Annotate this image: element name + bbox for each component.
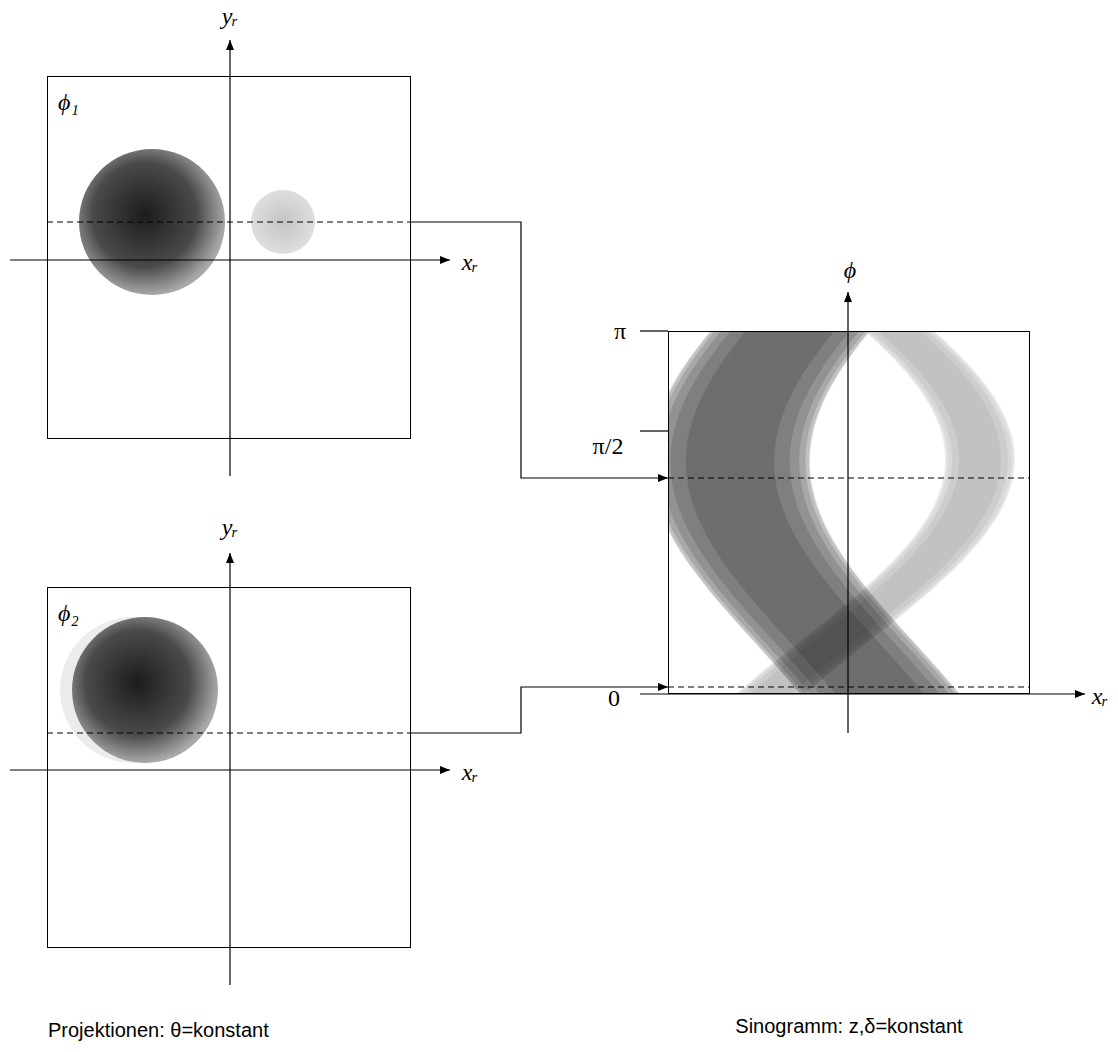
connector-arrow [411,687,668,733]
projection-panel: ϕ₁ [47,76,411,439]
axis [847,292,848,733]
axis [229,553,230,985]
sinogram-band [668,331,1015,694]
axis-label: xᵣ [462,249,479,275]
sinogram-band [686,331,924,694]
panel-caption: Sinogramm: z,δ=konstant [735,1015,962,1037]
projection-panel: ϕ₂ [47,587,411,948]
slice-line [668,477,1030,478]
slice-line [47,732,411,733]
axis [10,769,450,770]
slice-line [668,686,1030,687]
tick [640,430,668,431]
axis-label: xᵣ [1092,683,1109,709]
axis-label: yᵣ [222,514,239,540]
sinogram-band [668,331,959,694]
tick [640,330,668,331]
angle-label: ϕ₂ [58,600,79,626]
object-disk [72,617,218,763]
axis [229,40,230,476]
tick-label: π/2 [593,433,624,459]
angle-label: ϕ₁ [58,89,79,115]
sinogram-panel: Sinogramm: z,δ=konstant [668,331,1030,694]
axis [10,259,450,260]
slice-line [47,221,411,222]
sinogram-band [670,331,939,694]
panel-caption: Projektionen: θ=konstant [48,1019,269,1041]
sinogram-band [668,331,955,694]
sinogram-band [668,331,960,694]
axis-label: ϕ [844,257,856,283]
sinogram-band [668,331,949,694]
tick-label: π [614,318,626,344]
axis-label: xᵣ [462,759,479,785]
tick-label: 0 [608,685,620,711]
axis-label: yᵣ [222,3,239,29]
connector-arrow [411,222,668,478]
